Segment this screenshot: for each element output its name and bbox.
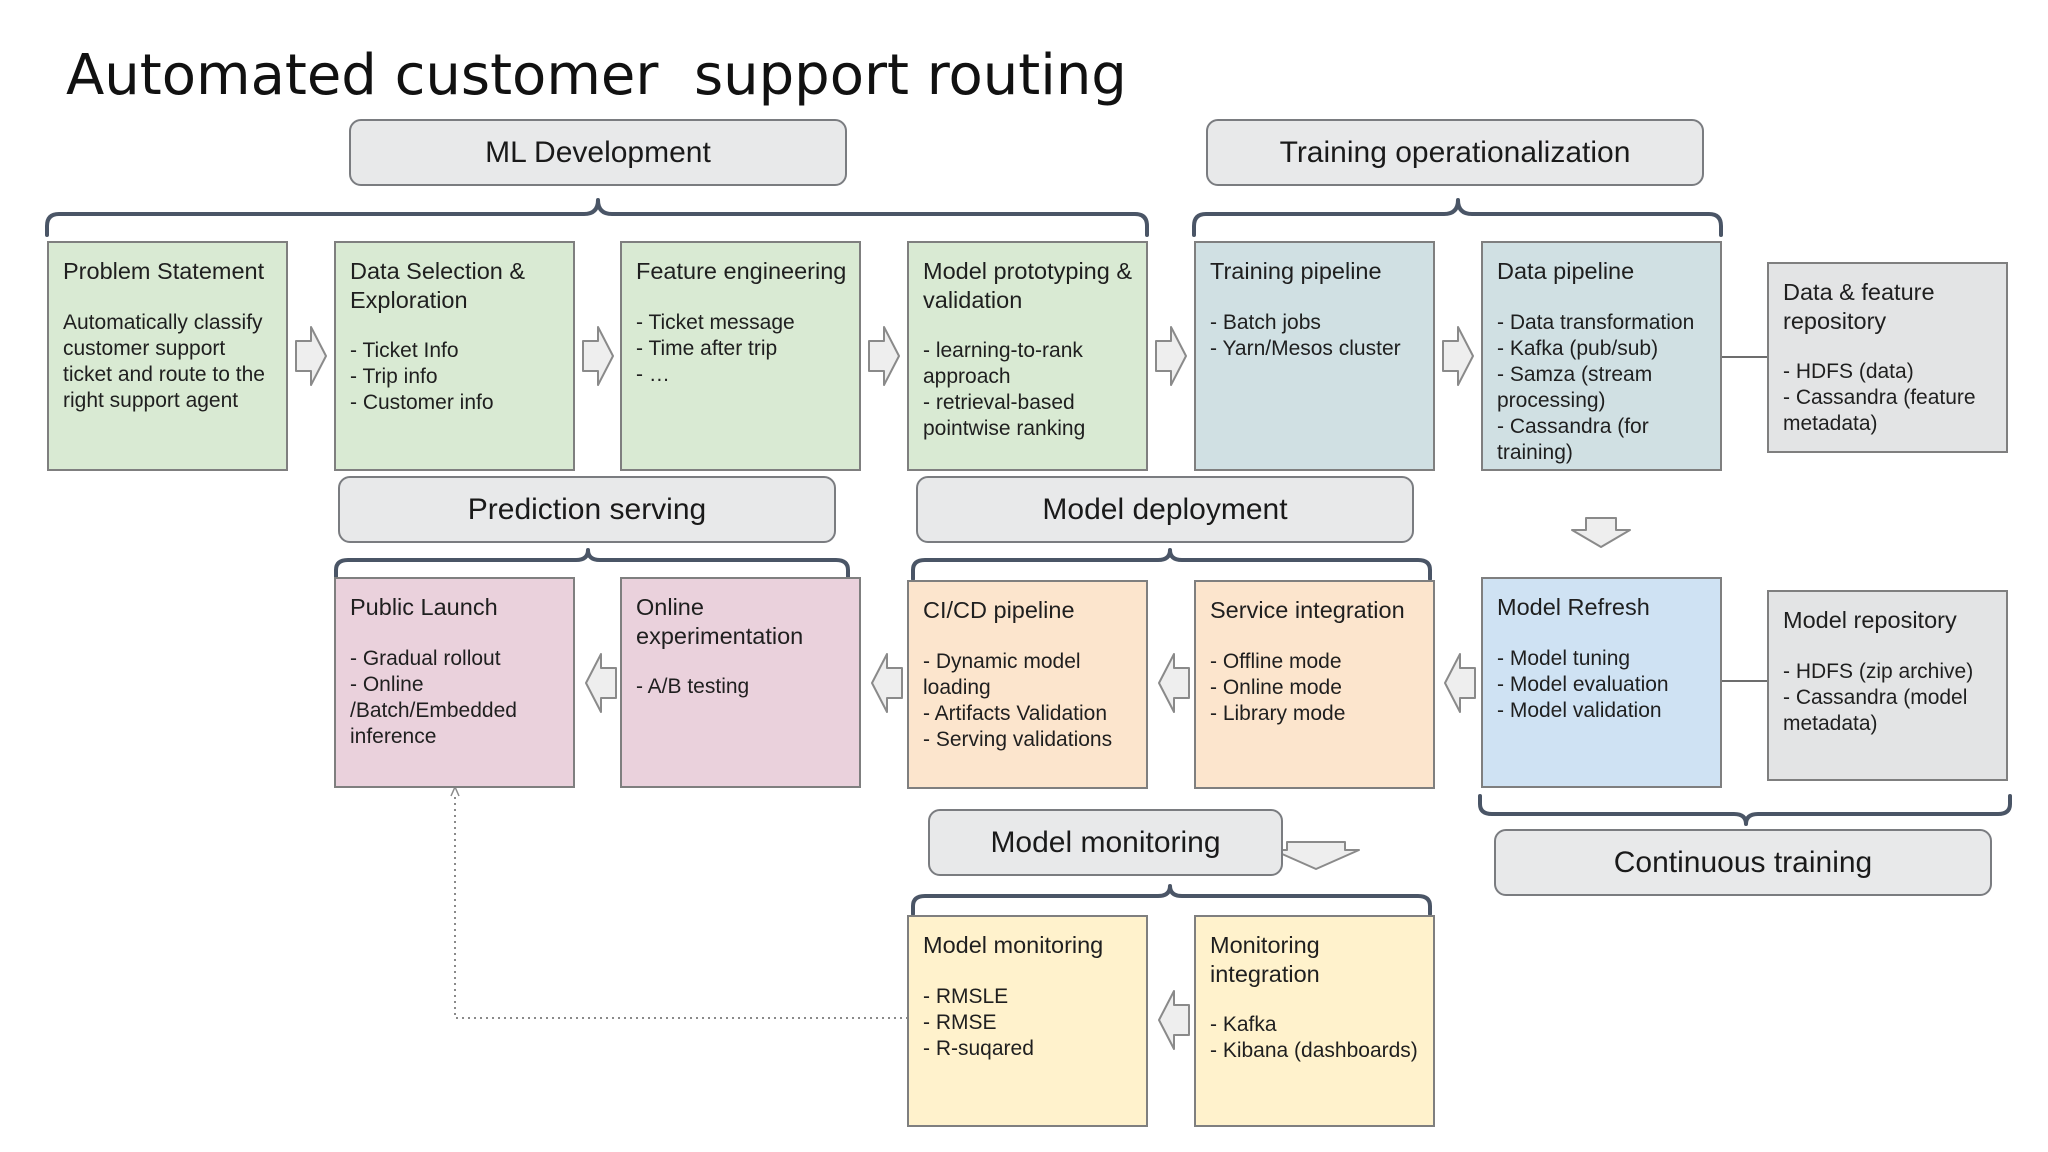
box-title: Training pipeline: [1210, 258, 1382, 284]
arrow-right-1: [295, 326, 327, 386]
list-item: - Cassandra (for training): [1497, 414, 1649, 464]
feedback-arrowhead: [450, 785, 460, 797]
phase-prediction-serving: Prediction serving: [338, 476, 836, 543]
box-title: Service integration: [1210, 597, 1405, 623]
box-online-experimentation: Online experimentation - A/B testing: [620, 577, 861, 788]
box-description: Automatically classify customer support …: [63, 310, 265, 412]
phase-model-monitoring: Model monitoring: [928, 809, 1283, 876]
list-item: - Gradual rollout: [350, 646, 501, 670]
box-training-pipeline: Training pipeline - Batch jobs - Yarn/Me…: [1194, 241, 1435, 471]
list-item: - Model tuning: [1497, 646, 1631, 670]
list-item: - Ticket message: [636, 310, 795, 334]
list-item: - Kafka: [1210, 1013, 1277, 1037]
arrow-right-4: [1155, 326, 1187, 386]
ml-development-bracket: [45, 198, 1149, 237]
box-title: Monitoring integration: [1210, 932, 1320, 987]
list-item: - Model evaluation: [1497, 672, 1669, 696]
box-title: Public Launch: [350, 594, 498, 620]
list-item: - Kibana (dashboards): [1210, 1039, 1418, 1063]
model-monitoring-bracket: [911, 884, 1432, 916]
list-item: - Cassandra (model metadata): [1783, 685, 1968, 735]
list-item: - Online /Batch/Embedded inference: [350, 672, 517, 748]
list-item: - learning-to-rank approach: [923, 339, 1083, 389]
list-item: - Ticket Info: [350, 339, 459, 363]
arrow-right-3: [868, 326, 900, 386]
list-item: - Samza (stream processing): [1497, 362, 1653, 412]
list-item: - …: [636, 362, 670, 386]
box-title: Feature engineering: [636, 258, 847, 284]
box-public-launch: Public Launch - Gradual rollout - Online…: [334, 577, 575, 788]
box-title: Model monitoring: [923, 932, 1104, 958]
box-title: Model repository: [1783, 607, 1957, 633]
list-item: - Serving validations: [923, 727, 1113, 751]
box-model-repository: Model repository - HDFS (zip archive) - …: [1767, 590, 2008, 781]
arrow-left-2: [1158, 653, 1190, 713]
arrow-right-5: [1442, 326, 1474, 386]
list-item: - Cassandra (feature metadata): [1783, 386, 1976, 436]
box-title: Data Selection & Exploration: [350, 258, 526, 313]
box-model-refresh: Model Refresh - Model tuning - Model eva…: [1481, 577, 1722, 788]
box-title: Data pipeline: [1497, 258, 1635, 284]
phase-continuous-training: Continuous training: [1494, 829, 1992, 896]
list-item: - Artifacts Validation: [923, 701, 1108, 725]
box-problem-statement: Problem Statement Automatically classify…: [47, 241, 288, 471]
list-item: - Batch jobs: [1210, 310, 1321, 334]
list-item: - retrieval-based pointwise ranking: [923, 391, 1086, 441]
box-model-prototyping: Model prototyping & validation - learnin…: [907, 241, 1148, 471]
list-item: - HDFS (zip archive): [1783, 659, 1974, 683]
page-title: Automated customer support routing: [66, 43, 1127, 108]
list-item: - HDFS (data): [1783, 360, 1914, 384]
monitoring-feedback-line: [454, 795, 908, 1019]
box-service-integration: Service integration - Offline mode - Onl…: [1194, 580, 1435, 789]
box-cicd-pipeline: CI/CD pipeline - Dynamic model loading -…: [907, 580, 1148, 789]
list-item: - Yarn/Mesos cluster: [1210, 336, 1401, 360]
box-data-feature-repository: Data & feature repository - HDFS (data) …: [1767, 262, 2008, 453]
box-feature-engineering: Feature engineering - Ticket message - T…: [620, 241, 861, 471]
list-item: - Dynamic model loading: [923, 649, 1081, 699]
box-title: Model Refresh: [1497, 594, 1650, 620]
list-item: - Time after trip: [636, 336, 778, 360]
arrow-left-3: [871, 653, 903, 713]
arrow-left-5: [1158, 990, 1190, 1050]
list-item: - Trip info: [350, 365, 438, 389]
list-item: - Model validation: [1497, 698, 1662, 722]
list-item: - Kafka (pub/sub): [1497, 336, 1659, 360]
training-operationalization-bracket: [1192, 198, 1723, 237]
box-monitoring-integration: Monitoring integration - Kafka - Kibana …: [1194, 915, 1435, 1127]
list-item: - A/B testing: [636, 675, 750, 699]
list-item: - Library mode: [1210, 701, 1346, 725]
box-title: Data & feature repository: [1783, 279, 1935, 334]
model-deployment-bracket: [911, 548, 1432, 581]
list-item: - RMSE: [923, 1010, 997, 1034]
arrow-right-2: [582, 326, 614, 386]
phase-model-deployment: Model deployment: [916, 476, 1414, 543]
arrow-left-1: [1444, 653, 1476, 713]
arrow-down-model-monitoring: [1272, 841, 1360, 870]
box-data-pipeline: Data pipeline - Data transformation - Ka…: [1481, 241, 1722, 471]
arrow-down-data-pipeline: [1571, 517, 1631, 548]
list-item: - R-suqared: [923, 1036, 1034, 1060]
prediction-serving-bracket: [334, 548, 850, 581]
box-title: Model prototyping & validation: [923, 258, 1133, 313]
list-item: - Offline mode: [1210, 649, 1342, 673]
box-title: Online experimentation: [636, 594, 804, 649]
arrow-left-4: [585, 653, 617, 713]
phase-training-operationalization: Training operationalization: [1206, 119, 1704, 186]
list-item: - Data transformation: [1497, 310, 1695, 334]
list-item: - RMSLE: [923, 984, 1009, 1008]
list-item: - Customer info: [350, 391, 494, 415]
phase-ml-development: ML Development: [349, 119, 847, 186]
box-title: CI/CD pipeline: [923, 597, 1075, 623]
box-model-monitoring: Model monitoring - RMSLE - RMSE - R-suqa…: [907, 915, 1148, 1127]
continuous-training-bracket: [1478, 794, 2012, 826]
box-data-selection: Data Selection & Exploration - Ticket In…: [334, 241, 575, 471]
box-title: Problem Statement: [63, 258, 265, 284]
list-item: - Online mode: [1210, 675, 1342, 699]
